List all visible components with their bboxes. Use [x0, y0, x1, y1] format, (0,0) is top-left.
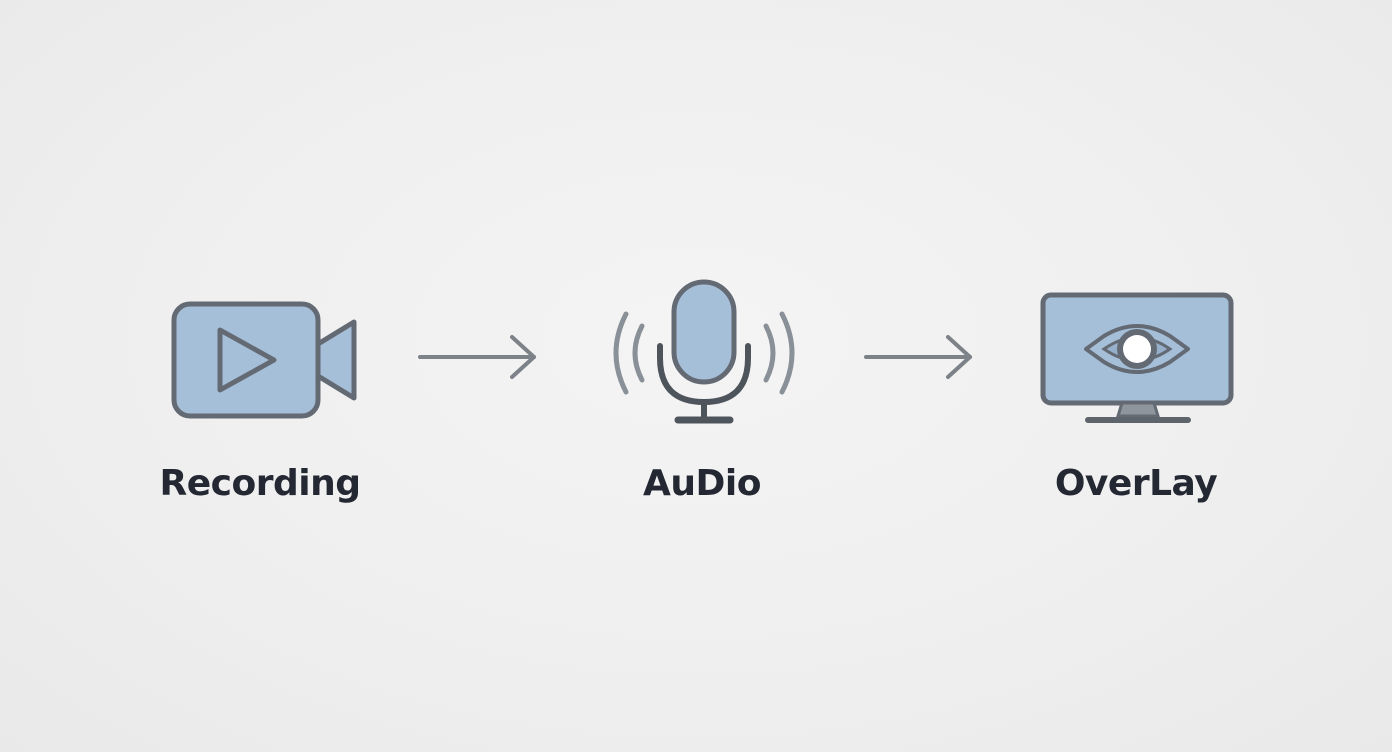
monitor-eye-icon: [1040, 292, 1234, 423]
arrow-right-icon: [418, 335, 536, 379]
video-camera-icon: [171, 301, 357, 419]
arrow-right-icon: [864, 335, 972, 379]
microphone-icon: [613, 279, 795, 424]
step-label-audio: AuDio: [643, 463, 761, 504]
step-label-overlay: OverLay: [1054, 463, 1218, 504]
step-label-recording: Recording: [159, 463, 361, 504]
